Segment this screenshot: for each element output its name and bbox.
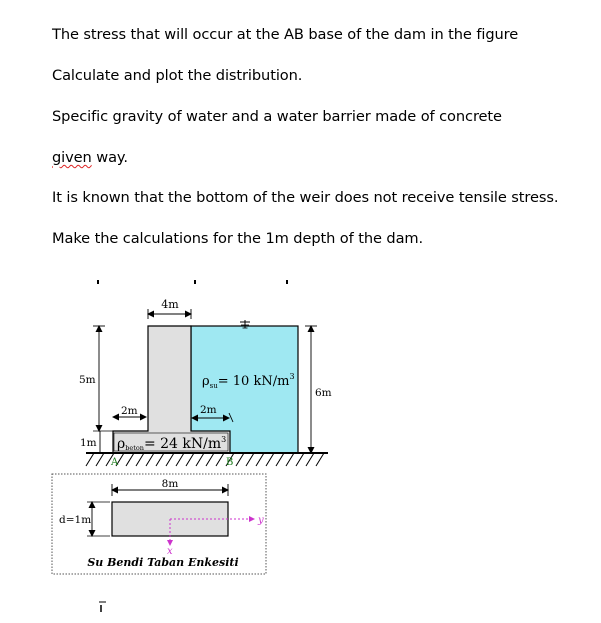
dim-top-label: 4m — [161, 298, 179, 311]
concrete-label-box — [113, 432, 229, 452]
paragraph-5: It is known that the bottom of the weir … — [52, 189, 559, 206]
text-cursor-mark — [99, 601, 106, 612]
axis-x-label: x — [167, 546, 173, 557]
concrete-density-label: ρbeton= 24 kN/m3 — [117, 435, 226, 452]
misspelled-word[interactable]: given — [52, 149, 92, 166]
paragraph-4-rest: way. — [96, 149, 128, 166]
section-frame — [51, 473, 267, 575]
dim-right-height-label: 6m — [315, 387, 332, 399]
axis-y-label: y — [257, 515, 264, 526]
section-depth-label: d=1m — [59, 514, 91, 526]
dim-base-height-label: 1m — [80, 437, 97, 449]
paragraph-1: The stress that will occur at the AB bas… — [52, 26, 519, 43]
paragraph-6: Make the calculations for the 1m depth o… — [52, 230, 424, 247]
ground-hatch — [85, 452, 325, 467]
water-density-label: ρsu= 10 kN/m3 — [202, 372, 295, 390]
paragraph-3: Specific gravity of water and a water ba… — [52, 108, 502, 125]
paragraph-2: Calculate and plot the distribution. — [52, 67, 303, 84]
dim-step-right-label: 2m — [200, 404, 217, 416]
dim-step-left-label: 2m — [121, 405, 138, 417]
stray-mark — [194, 280, 196, 284]
stray-mark — [97, 280, 99, 284]
stray-mark — [286, 280, 288, 284]
section-caption: Su Bendi Taban Enkesiti — [87, 556, 238, 569]
point-a-label: A — [110, 457, 119, 468]
paragraph-4: given way. — [52, 149, 128, 167]
section-width-label: 8m — [162, 478, 179, 490]
dim-left-height-label: 5m — [79, 374, 96, 386]
point-b-label: B — [226, 457, 233, 468]
water-surface-icon — [240, 320, 250, 329]
